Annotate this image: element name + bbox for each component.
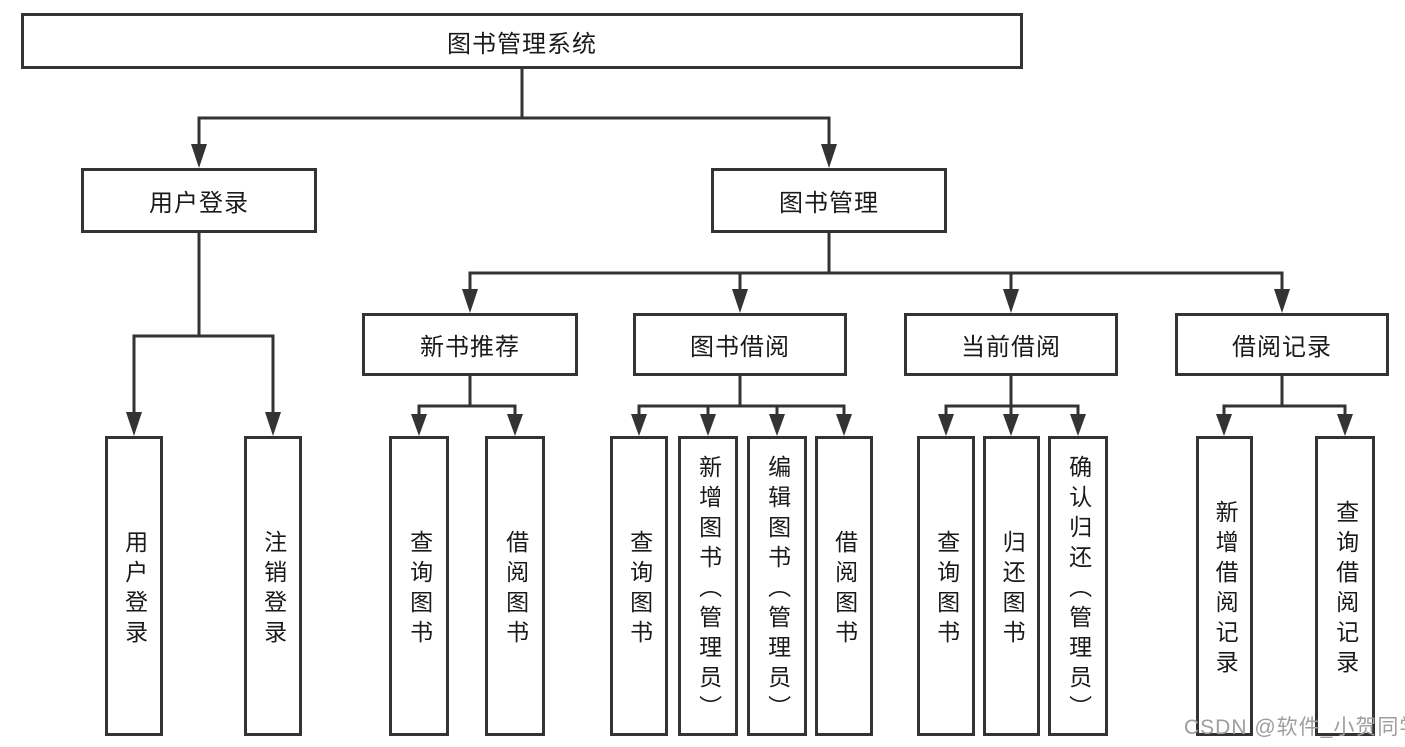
arrow-icon <box>462 289 478 313</box>
connector-newbook-to-leaves <box>417 376 517 414</box>
leaf-query-books-1-label: 查询图书 <box>406 529 433 650</box>
arrowheads-login-to-leaves <box>126 412 281 436</box>
leaf-borrow-books-1: 借阅图书 <box>485 436 545 736</box>
arrowheads-current-to-leaves <box>938 414 1086 436</box>
arrowheads-mgmt-to-level3 <box>462 289 1290 313</box>
connector-login-to-leaves <box>132 233 275 414</box>
leaf-logout-label: 注销登录 <box>260 529 287 650</box>
leaf-query-borrow-record-label: 查询借阅记录 <box>1332 499 1359 680</box>
node-root: 图书管理系统 <box>21 13 1023 69</box>
leaf-query-books-2-label: 查询图书 <box>626 529 653 650</box>
arrow-icon <box>1216 414 1232 436</box>
arrow-icon <box>411 414 427 436</box>
leaf-query-books-1: 查询图书 <box>389 436 449 736</box>
node-borrow-records-label: 借阅记录 <box>1232 334 1332 361</box>
leaf-query-books-2: 查询图书 <box>610 436 668 736</box>
arrowheads-newbook-to-leaves <box>411 414 523 436</box>
connector-mgmt-to-level3 <box>468 233 1284 291</box>
arrow-icon <box>1337 414 1353 436</box>
leaf-edit-book-admin: 编辑图书（管理员） <box>747 436 807 736</box>
leaf-query-books-3: 查询图书 <box>917 436 975 736</box>
arrow-icon <box>507 414 523 436</box>
leaf-add-book-admin: 新增图书（管理员） <box>678 436 738 736</box>
connector-records-to-leaves <box>1222 376 1347 414</box>
leaf-confirm-return-admin-label: 确认归还（管理员） <box>1065 454 1092 725</box>
arrow-icon <box>938 414 954 436</box>
node-user-login: 用户登录 <box>81 168 317 233</box>
leaf-add-borrow-record-label: 新增借阅记录 <box>1212 499 1239 680</box>
node-book-management-label: 图书管理 <box>779 190 879 217</box>
leaf-add-book-admin-label: 新增图书（管理员） <box>695 454 722 725</box>
node-book-borrow-label: 图书借阅 <box>690 334 790 361</box>
leaf-return-book: 归还图书 <box>983 436 1040 736</box>
arrow-icon <box>836 414 852 436</box>
arrow-icon <box>126 412 142 436</box>
node-book-borrow: 图书借阅 <box>633 313 847 376</box>
node-current-borrow: 当前借阅 <box>904 313 1118 376</box>
arrow-icon <box>1274 289 1290 313</box>
arrow-icon <box>1070 414 1086 436</box>
leaf-return-book-label: 归还图书 <box>999 529 1026 650</box>
node-new-book-recommend: 新书推荐 <box>362 313 578 376</box>
arrow-icon <box>265 412 281 436</box>
arrow-icon <box>732 289 748 313</box>
node-root-label: 图书管理系统 <box>447 30 597 58</box>
leaf-user-login: 用户登录 <box>105 436 163 736</box>
arrow-icon <box>700 414 716 436</box>
leaf-borrow-books-2: 借阅图书 <box>815 436 873 736</box>
node-current-borrow-label: 当前借阅 <box>961 334 1061 361</box>
node-new-book-recommend-label: 新书推荐 <box>420 334 520 361</box>
connector-current-to-leaves <box>944 376 1080 414</box>
leaf-query-books-3-label: 查询图书 <box>933 529 960 650</box>
arrow-icon <box>631 414 647 436</box>
connector-borrow-to-leaves <box>637 376 846 414</box>
connector-root-to-level2 <box>197 69 831 146</box>
node-user-login-label: 用户登录 <box>149 190 249 217</box>
arrow-icon <box>191 144 207 168</box>
leaf-query-borrow-record: 查询借阅记录 <box>1315 436 1375 736</box>
node-book-management: 图书管理 <box>711 168 947 233</box>
leaf-confirm-return-admin: 确认归还（管理员） <box>1048 436 1108 736</box>
arrow-icon <box>1003 414 1019 436</box>
leaf-add-borrow-record: 新增借阅记录 <box>1196 436 1253 736</box>
leaf-borrow-books-1-label: 借阅图书 <box>502 529 529 650</box>
leaf-logout: 注销登录 <box>244 436 302 736</box>
arrowheads-records-to-leaves <box>1216 414 1353 436</box>
arrowheads-borrow-to-leaves <box>631 414 852 436</box>
leaf-borrow-books-2-label: 借阅图书 <box>831 529 858 650</box>
arrow-icon <box>821 144 837 168</box>
node-borrow-records: 借阅记录 <box>1175 313 1389 376</box>
arrowheads-root-to-level2 <box>191 144 837 168</box>
arrow-icon <box>769 414 785 436</box>
leaf-user-login-label: 用户登录 <box>121 529 148 650</box>
watermark: CSDN @软件_小贺同学 <box>1184 716 1405 739</box>
leaf-edit-book-admin-label: 编辑图书（管理员） <box>764 454 791 725</box>
arrow-icon <box>1003 289 1019 313</box>
